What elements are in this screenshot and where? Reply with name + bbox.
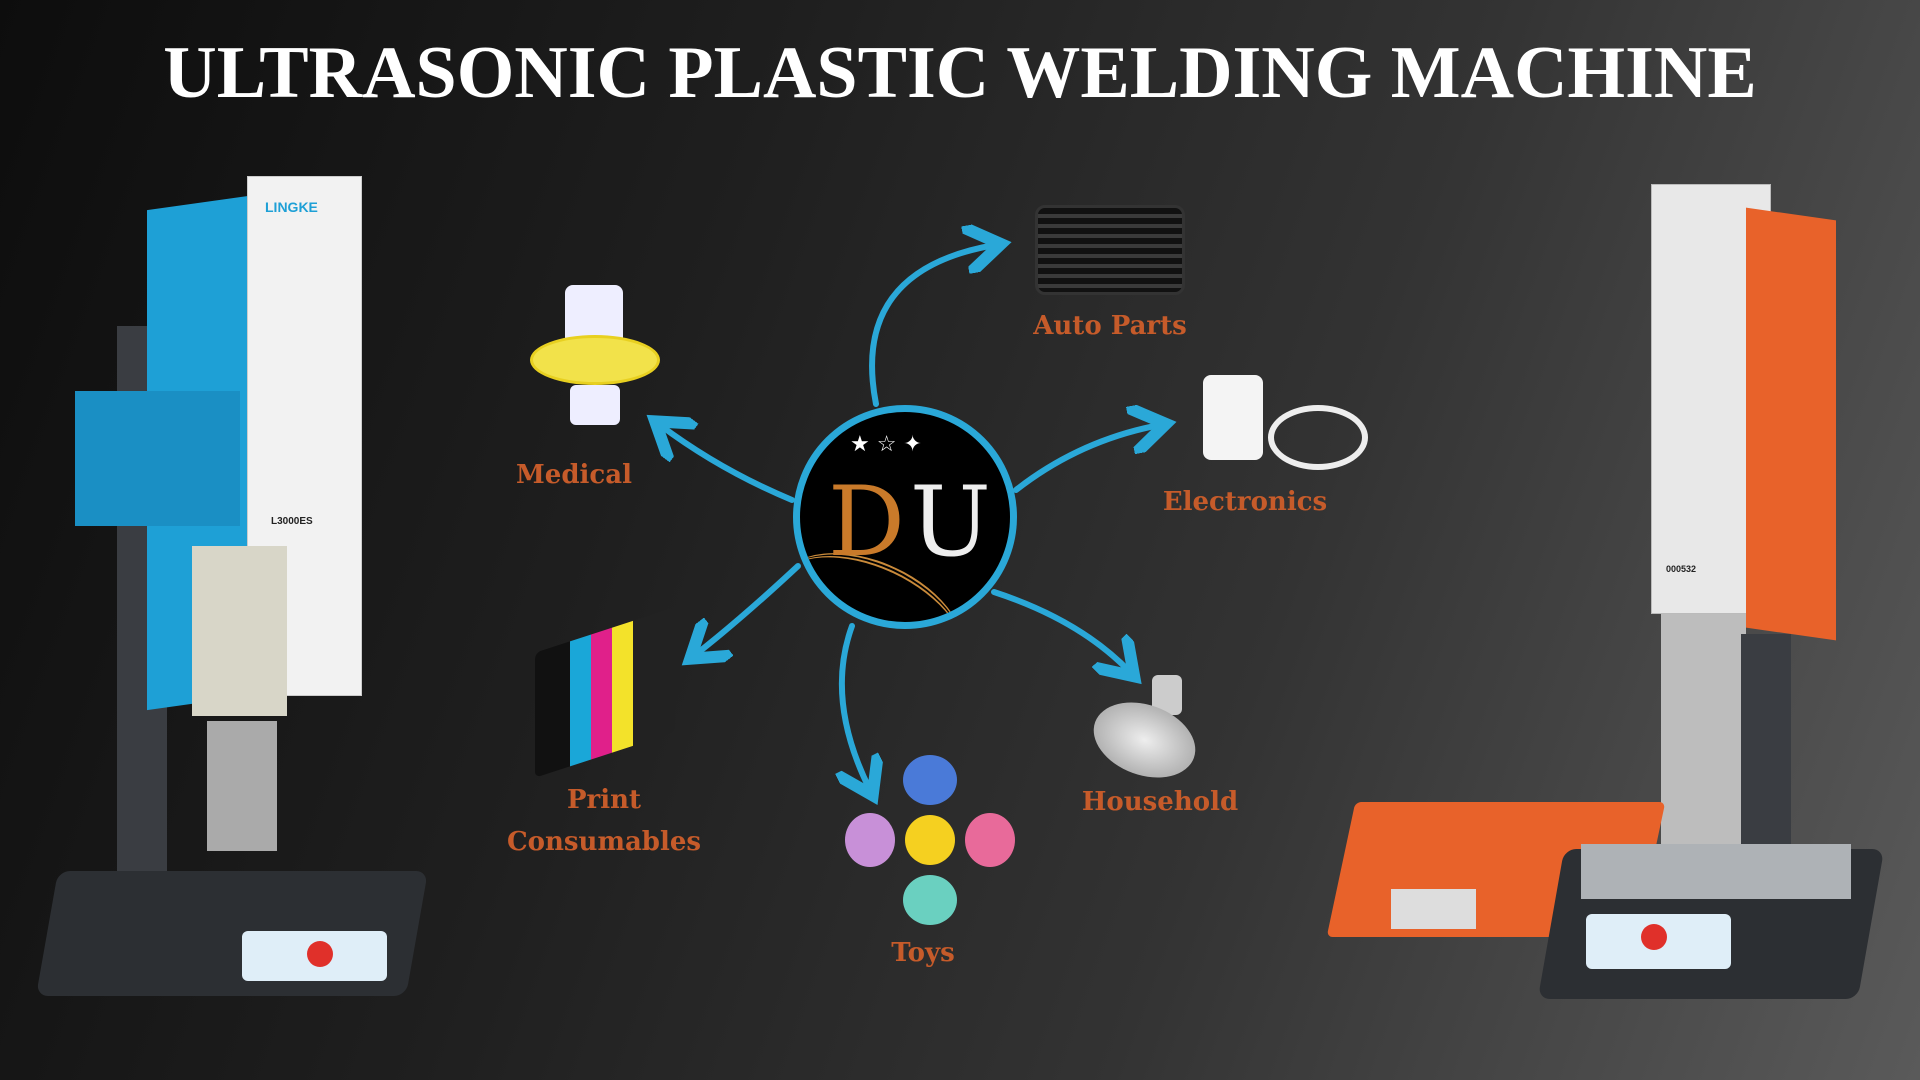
auto-parts-vent-image [1035, 205, 1185, 295]
page-title: ULTRASONIC PLASTIC WELDING MACHINE [163, 32, 1757, 114]
logo-letter-u: U [910, 466, 991, 578]
star-icon: ★ ☆ ✦ [850, 432, 922, 457]
shower-head-image [1083, 675, 1206, 791]
right-welding-machine: 000532 [1326, 184, 1885, 1004]
arrow-toys [842, 623, 870, 790]
left-welding-machine: LINGKE L3000ES [35, 171, 429, 1001]
label-household: Household [1081, 787, 1239, 817]
right-machine-serial: 000532 [1666, 564, 1697, 574]
left-machine-model: L3000ES [271, 516, 313, 527]
arrow-household [991, 589, 1130, 672]
arrow-medical [660, 425, 795, 503]
label-medical: Medical [516, 460, 632, 490]
label-auto-parts: Auto Parts [1033, 311, 1187, 341]
label-print: Print [566, 785, 642, 815]
arrow-print [695, 563, 801, 655]
medical-filter-image [530, 285, 660, 440]
left-machine-brand: LINGKE [265, 199, 318, 215]
toy-image [845, 755, 1015, 925]
charger-image [1198, 350, 1373, 475]
arrow-auto-parts [869, 245, 995, 407]
arrow-electronics [1013, 425, 1160, 493]
label-toys: Toys [891, 938, 955, 968]
label-consumables: Consumables [506, 827, 702, 857]
label-electronics: Electronics [1162, 487, 1328, 517]
du-logo: ★ ☆ ✦ D U [793, 405, 1017, 629]
logo-letter-d: D [828, 466, 905, 578]
